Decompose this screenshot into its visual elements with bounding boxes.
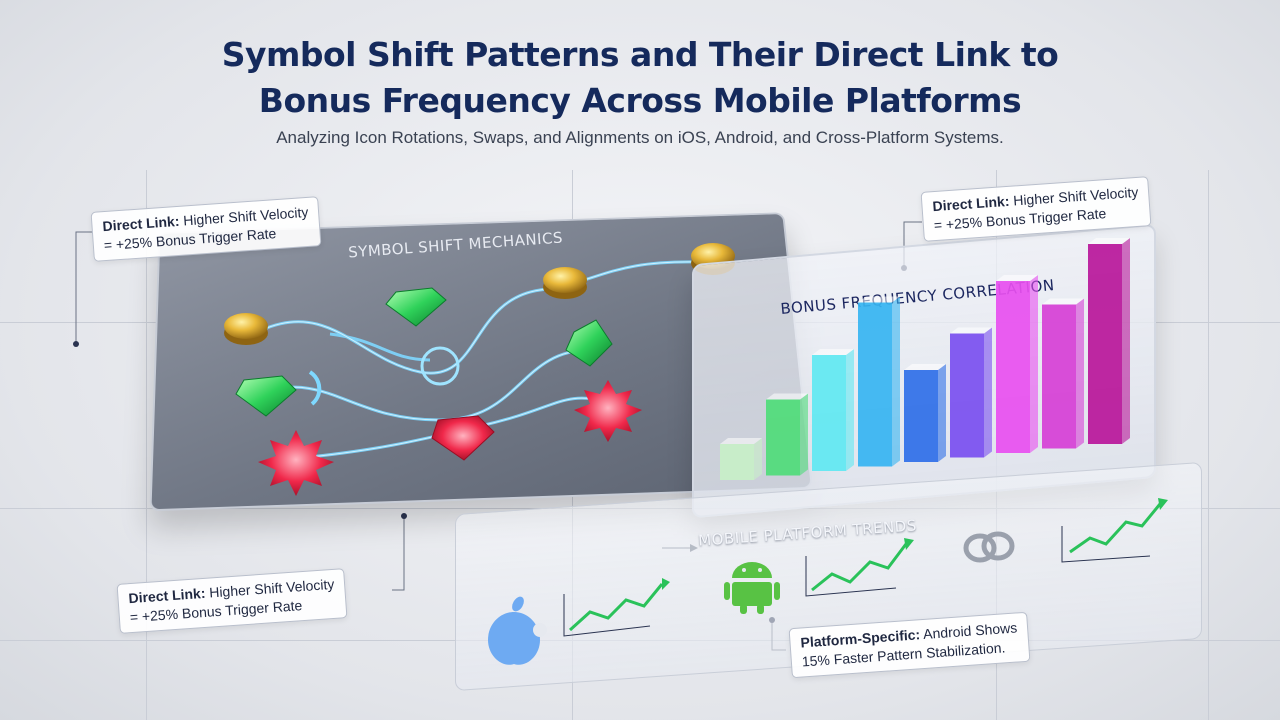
title-line-2: Bonus Frequency Across Mobile Platforms: [258, 81, 1022, 120]
callout-line-1: Higher Shift Velocity: [204, 575, 335, 601]
trend-line-chart-android: [805, 538, 914, 597]
trend-line-chart-ios: [563, 578, 670, 637]
red-starburst-icon: [258, 430, 334, 496]
callout-bold: Direct Link:: [101, 212, 180, 235]
chart-bar: [904, 364, 946, 462]
rotation-arrow-icon: [308, 370, 322, 406]
gold-coin-icon: [224, 313, 268, 345]
grid-line: [1208, 170, 1209, 720]
connector-bottom-left: [392, 516, 405, 591]
callout-bold: Direct Link:: [931, 192, 1010, 215]
red-gem-icon: [431, 415, 495, 461]
green-gem-icon: [565, 319, 613, 367]
connector-top-left: [75, 231, 92, 342]
apple-logo-icon: [488, 596, 547, 665]
callout-line-1: Higher Shift Velocity: [1008, 183, 1139, 209]
chart-bar: [812, 349, 854, 471]
chart-bar: [1042, 298, 1084, 449]
page-subtitle: Analyzing Icon Rotations, Swaps, and Ali…: [276, 128, 1004, 147]
green-gem-icon: [385, 287, 447, 327]
connector-dot: [73, 341, 79, 347]
chart-bar: [858, 296, 900, 467]
chart-bar: [1088, 238, 1130, 444]
callout-line-1: Higher Shift Velocity: [178, 203, 309, 229]
connector-dot: [401, 513, 407, 519]
chart-bar: [720, 438, 762, 480]
chain-link-icon: [963, 531, 1015, 563]
page-title: Symbol Shift Patterns and Their Direct L…: [0, 32, 1280, 124]
chart-bar: [950, 327, 992, 458]
chart-bar: [996, 275, 1038, 453]
green-gem-icon: [235, 375, 297, 417]
rotation-ring-icon: [420, 346, 460, 386]
trend-line-chart-cross-platform: [1061, 498, 1168, 563]
red-starburst-icon: [574, 380, 642, 442]
callout-bold: Direct Link:: [127, 584, 206, 607]
android-logo-icon: [724, 562, 780, 614]
title-line-1: Symbol Shift Patterns and Their Direct L…: [221, 35, 1059, 74]
chart-bar: [766, 393, 808, 476]
shift-path-4: [329, 332, 431, 362]
grid-line: [146, 170, 147, 720]
gold-coin-icon: [543, 267, 587, 299]
